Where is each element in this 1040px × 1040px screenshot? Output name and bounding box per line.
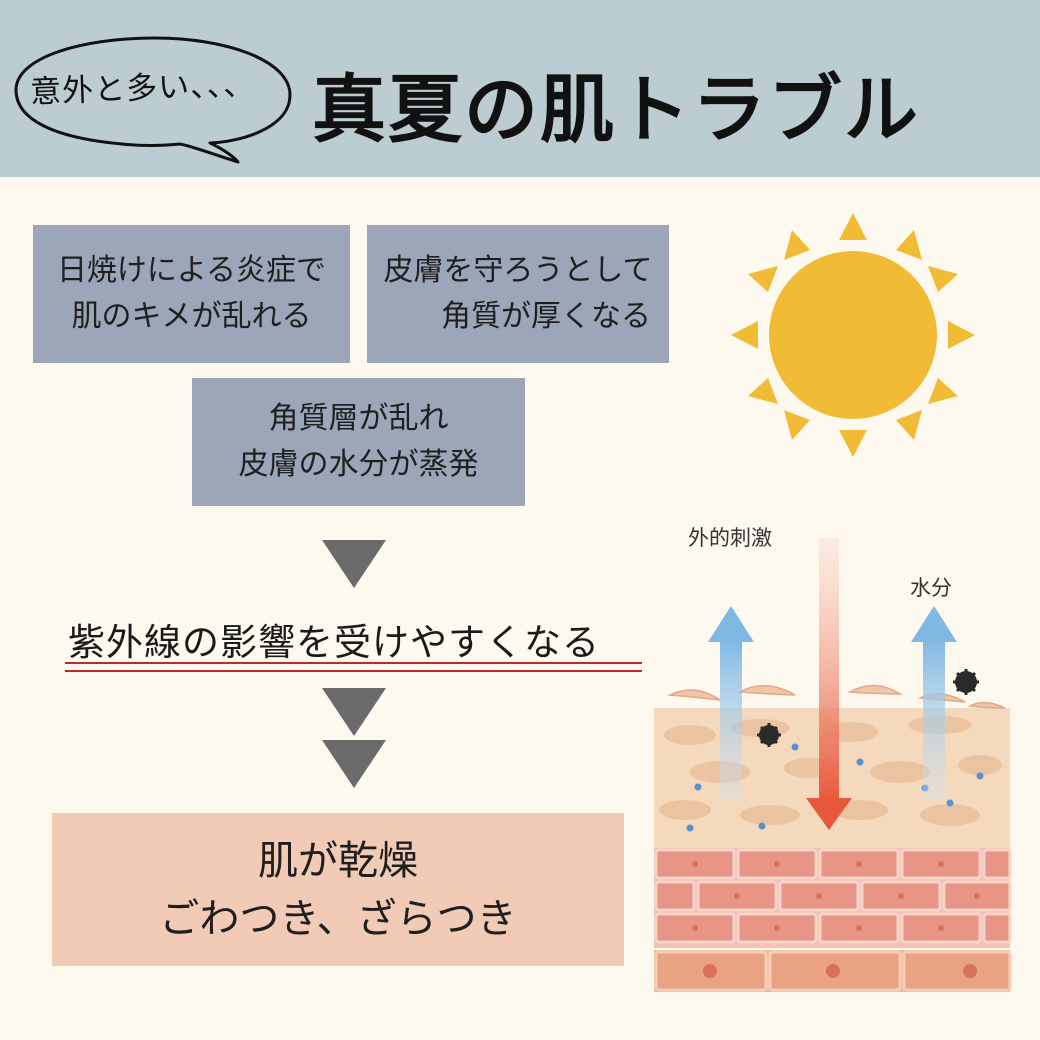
cause-box-thickening: 皮膚を守ろうとして 角質が厚くなる xyxy=(367,225,669,363)
header-banner: 意外と多い、、、 真夏の肌トラブル xyxy=(0,0,1040,177)
underline-bottom xyxy=(65,670,642,672)
sun-icon xyxy=(731,213,975,457)
cause-box-moisture-loss: 角質層が乱れ 皮膚の水分が蒸発 xyxy=(192,378,525,506)
down-triangle-icon xyxy=(322,740,386,788)
result-line: 肌が乾燥 xyxy=(258,837,418,884)
speech-bubble-icon xyxy=(14,36,292,164)
cause-box-line: 皮膚の水分が蒸発 xyxy=(238,447,479,482)
underline-top xyxy=(65,662,642,664)
cause-box-line: 角質層が乱れ xyxy=(268,401,449,436)
cause-box-line: 角質が厚くなる xyxy=(441,299,651,334)
skin-layers-icon xyxy=(654,538,1012,992)
water-label: 水分 xyxy=(910,576,952,600)
bubble-text: 意外と多い、、、 xyxy=(29,66,256,111)
cause-box-line: 日焼けによる炎症で xyxy=(56,253,327,288)
result-box: 肌が乾燥 ごわつき、ざらつき xyxy=(52,813,624,966)
result-line: ごわつき、ざらつき xyxy=(159,895,517,942)
cause-box-sunburn: 日焼けによる炎症で 肌のキメが乱れる xyxy=(33,225,350,363)
cause-box-line: 肌のキメが乱れる xyxy=(71,299,312,334)
stimulus-label: 外的刺激 xyxy=(688,526,772,550)
down-triangle-icon xyxy=(322,540,386,588)
page-title: 真夏の肌トラブル xyxy=(312,67,920,153)
down-triangle-icon xyxy=(322,688,386,736)
uv-effect-text: 紫外線の影響を受けやすくなる xyxy=(68,621,600,664)
cause-box-line: 皮膚を守ろうとして xyxy=(383,253,653,288)
